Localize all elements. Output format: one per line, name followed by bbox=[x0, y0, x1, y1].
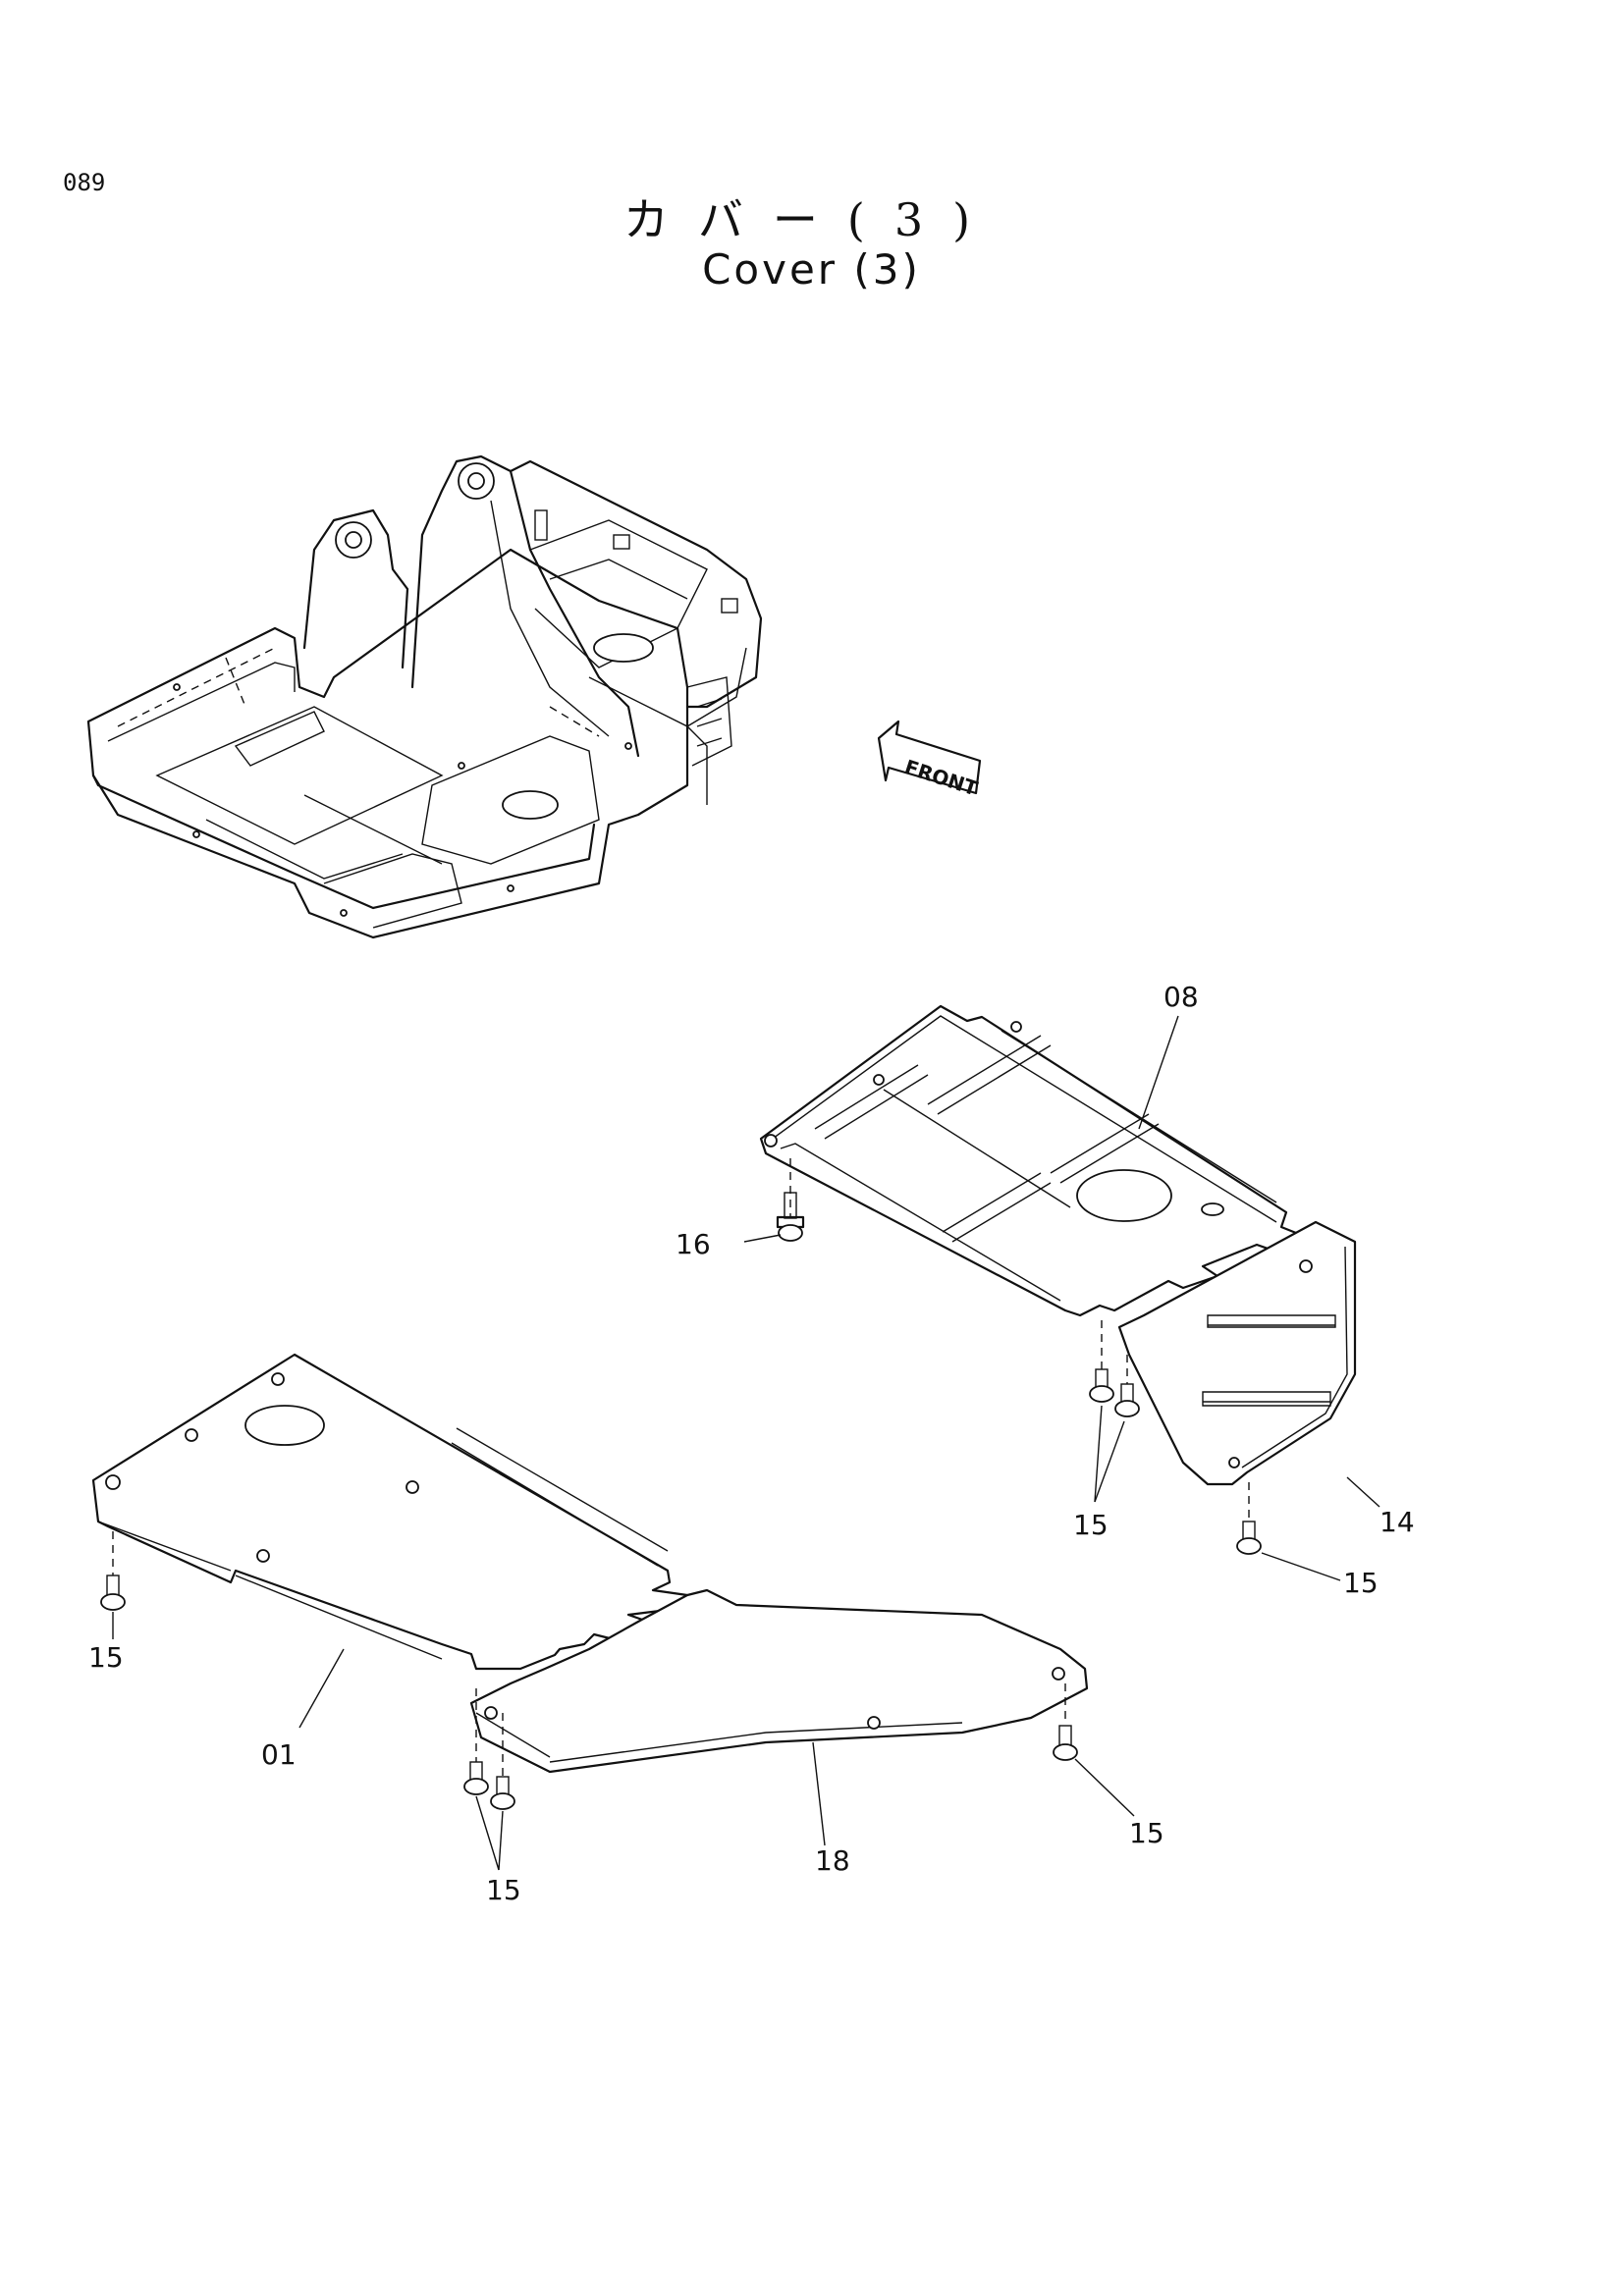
page-number: 089 bbox=[63, 169, 106, 196]
upper-frame-assembly bbox=[86, 454, 763, 939]
title-japanese: カバー(3) bbox=[622, 193, 1001, 246]
part-01-cover-plate bbox=[91, 1353, 689, 1671]
callout-16: 16 bbox=[676, 1228, 711, 1260]
bolt-15-left bbox=[100, 1531, 126, 1611]
callout-15-pair-right: 15 bbox=[1073, 1509, 1109, 1541]
part-18-extension-plate bbox=[469, 1588, 1089, 1774]
title-english: Cover (3) bbox=[702, 245, 921, 294]
part-14-side-cover bbox=[1117, 1220, 1357, 1486]
bolt-16 bbox=[776, 1158, 805, 1242]
bolt-15-pair-right bbox=[1089, 1320, 1140, 1417]
callout-08: 08 bbox=[1163, 981, 1199, 1013]
callout-14: 14 bbox=[1380, 1506, 1415, 1538]
bolt-15-far-right bbox=[1053, 1683, 1078, 1761]
callout-18: 18 bbox=[815, 1844, 850, 1877]
callout-01: 01 bbox=[261, 1738, 297, 1771]
part-08-cover-plate bbox=[759, 1004, 1303, 1317]
leader-lines bbox=[112, 1015, 1380, 1871]
callout-15-pair-bottom: 15 bbox=[486, 1874, 521, 1906]
front-label: FRONT bbox=[901, 755, 980, 801]
bolt-15-single-right bbox=[1236, 1482, 1262, 1555]
callout-15-left: 15 bbox=[88, 1641, 124, 1674]
bolt-15-pair-bottom bbox=[463, 1688, 515, 1810]
callout-15-single-right: 15 bbox=[1343, 1567, 1379, 1599]
front-arrow-icon: FRONT bbox=[877, 720, 982, 801]
callout-15-far-right: 15 bbox=[1129, 1817, 1164, 1849]
